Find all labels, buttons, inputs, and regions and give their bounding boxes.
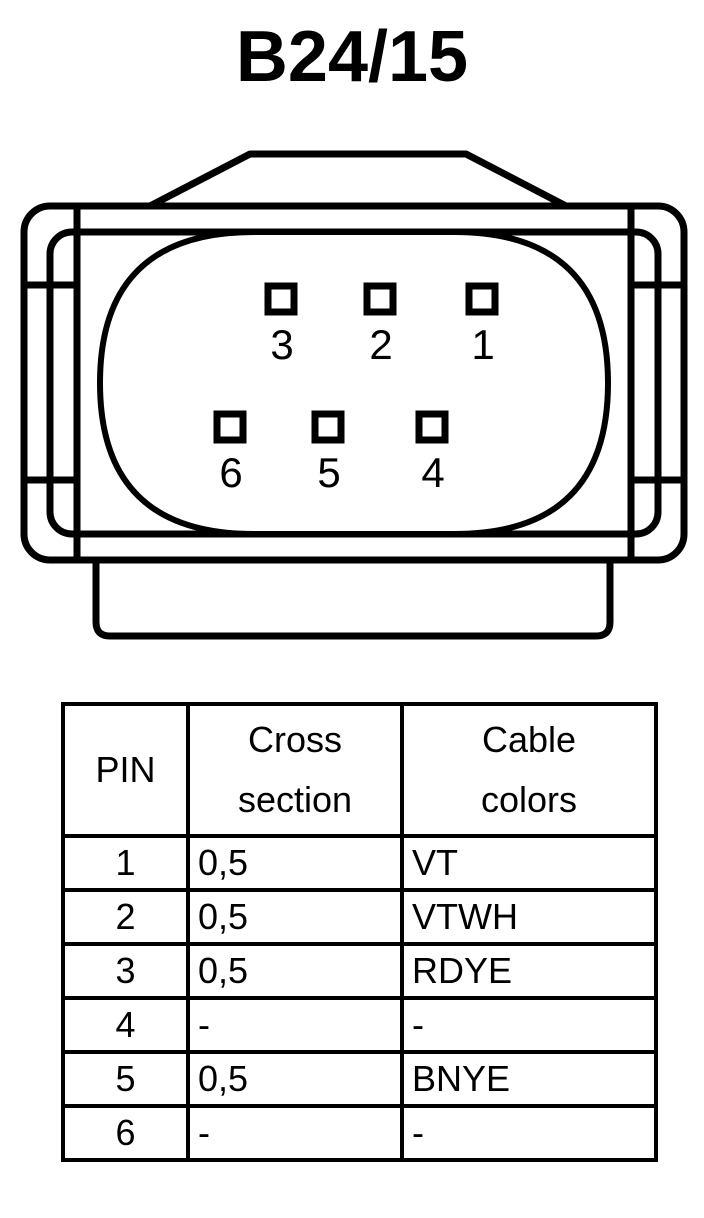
latch-tab-bottom bbox=[92, 556, 614, 640]
cell-pin: 5 bbox=[61, 1050, 190, 1108]
cell-pin: 4 bbox=[61, 996, 190, 1054]
pin-cavity-6 bbox=[213, 410, 247, 444]
cell-cable-colors: RDYE bbox=[400, 942, 658, 1000]
cell-pin: 2 bbox=[61, 888, 190, 946]
column-header-pin-line-1: PIN bbox=[95, 749, 156, 790]
column-header-cross-section: Cross section bbox=[186, 702, 404, 838]
table-row: 1 0,5 VT bbox=[61, 834, 658, 892]
cell-pin: 1 bbox=[61, 834, 190, 892]
pin-cavity-4 bbox=[415, 410, 449, 444]
column-header-cross-section-line-1: Cross bbox=[247, 719, 342, 760]
column-header-cable-colors-line-2: colors bbox=[480, 779, 578, 820]
cell-cable-colors: - bbox=[400, 996, 658, 1054]
column-header-cable-colors-line-1: Cable bbox=[481, 719, 577, 760]
cell-pin: 6 bbox=[61, 1104, 190, 1162]
table-body: 1 0,5 VT 2 0,5 VTWH 3 0,5 RDYE 4 - - 5 0 bbox=[61, 834, 658, 1162]
latch-tab-top bbox=[146, 150, 570, 210]
pin-label-3: 3 bbox=[270, 321, 293, 368]
table-header: PIN Cross section Cable colors bbox=[61, 702, 658, 838]
pin-label-6: 6 bbox=[219, 449, 242, 496]
seal-cavity-oval bbox=[96, 229, 612, 537]
cell-cable-colors: BNYE bbox=[400, 1050, 658, 1108]
pin-table-container: PIN Cross section Cable colors 1 0,5 VT … bbox=[61, 702, 658, 1162]
column-header-pin: PIN bbox=[61, 702, 190, 838]
pin-assignment-table: PIN Cross section Cable colors 1 0,5 VT … bbox=[61, 702, 658, 1162]
cell-cross-section: 0,5 bbox=[186, 834, 404, 892]
connector-svg: 3 2 1 6 5 4 bbox=[20, 150, 688, 640]
pin-cavity-3 bbox=[264, 282, 298, 316]
pin-cavity-1 bbox=[465, 282, 499, 316]
connector-diagram: 3 2 1 6 5 4 bbox=[0, 140, 704, 660]
cell-cable-colors: VTWH bbox=[400, 888, 658, 946]
pin-label-2: 2 bbox=[369, 321, 392, 368]
cell-cross-section: - bbox=[186, 1104, 404, 1162]
pin-cavity-5 bbox=[311, 410, 345, 444]
cell-cross-section: 0,5 bbox=[186, 942, 404, 1000]
column-header-cable-colors: Cable colors bbox=[400, 702, 658, 838]
table-row: 6 - - bbox=[61, 1104, 658, 1162]
table-header-row: PIN Cross section Cable colors bbox=[61, 702, 658, 838]
cell-pin: 3 bbox=[61, 942, 190, 1000]
table-row: 2 0,5 VTWH bbox=[61, 888, 658, 946]
table-row: 4 - - bbox=[61, 996, 658, 1054]
pin-label-5: 5 bbox=[317, 449, 340, 496]
cell-cable-colors: - bbox=[400, 1104, 658, 1162]
pin-label-4: 4 bbox=[421, 449, 444, 496]
table-row: 3 0,5 RDYE bbox=[61, 942, 658, 1000]
table-row: 5 0,5 BNYE bbox=[61, 1050, 658, 1108]
cell-cross-section: 0,5 bbox=[186, 888, 404, 946]
cell-cross-section: - bbox=[186, 996, 404, 1054]
pin-label-1: 1 bbox=[471, 321, 494, 368]
page-title: B24/15 bbox=[235, 17, 469, 97]
cell-cross-section: 0,5 bbox=[186, 1050, 404, 1108]
pin-cavity-2 bbox=[363, 282, 397, 316]
cell-cable-colors: VT bbox=[400, 834, 658, 892]
column-header-cross-section-line-2: section bbox=[237, 779, 353, 820]
